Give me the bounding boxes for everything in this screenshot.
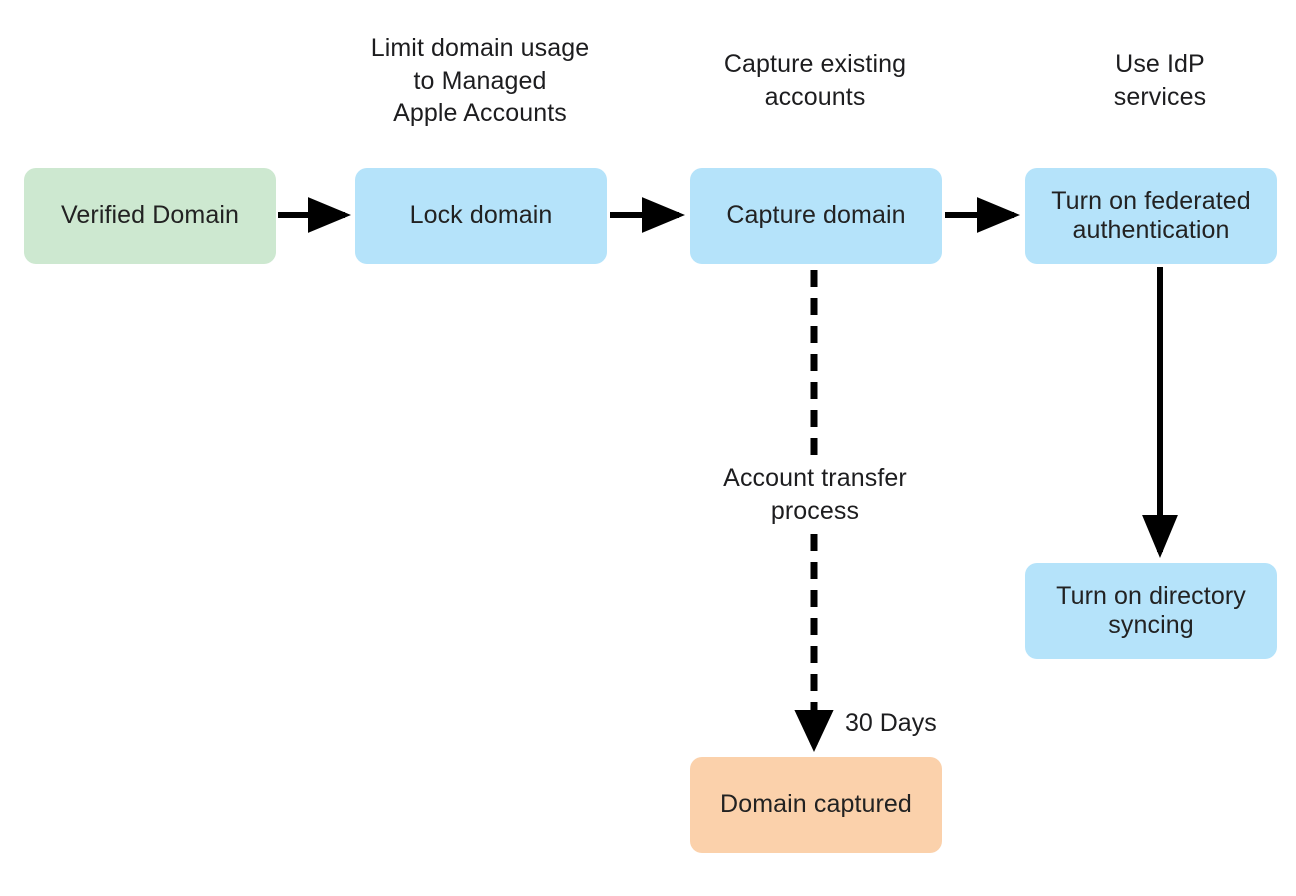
caption-idp-services: Use IdP services [1113, 50, 1207, 111]
node-directory-syncing[interactable]: Turn on directory syncing [1025, 563, 1277, 659]
node-capture-domain[interactable]: Capture domain [690, 168, 942, 264]
node-domain-captured[interactable]: Domain captured [690, 757, 942, 853]
caption-lock-domain: Limit domain usage to Managed Apple Acco… [370, 34, 590, 127]
caption-account-transfer: Account transfer process [723, 464, 907, 525]
node-federated-auth[interactable]: Turn on federated authentication [1025, 168, 1277, 264]
caption-capture-domain: Capture existing accounts [723, 50, 907, 111]
caption-thirty-days: 30 Days [845, 709, 937, 737]
node-verified-domain[interactable]: Verified Domain [24, 168, 276, 264]
node-lock-domain[interactable]: Lock domain [355, 168, 607, 264]
